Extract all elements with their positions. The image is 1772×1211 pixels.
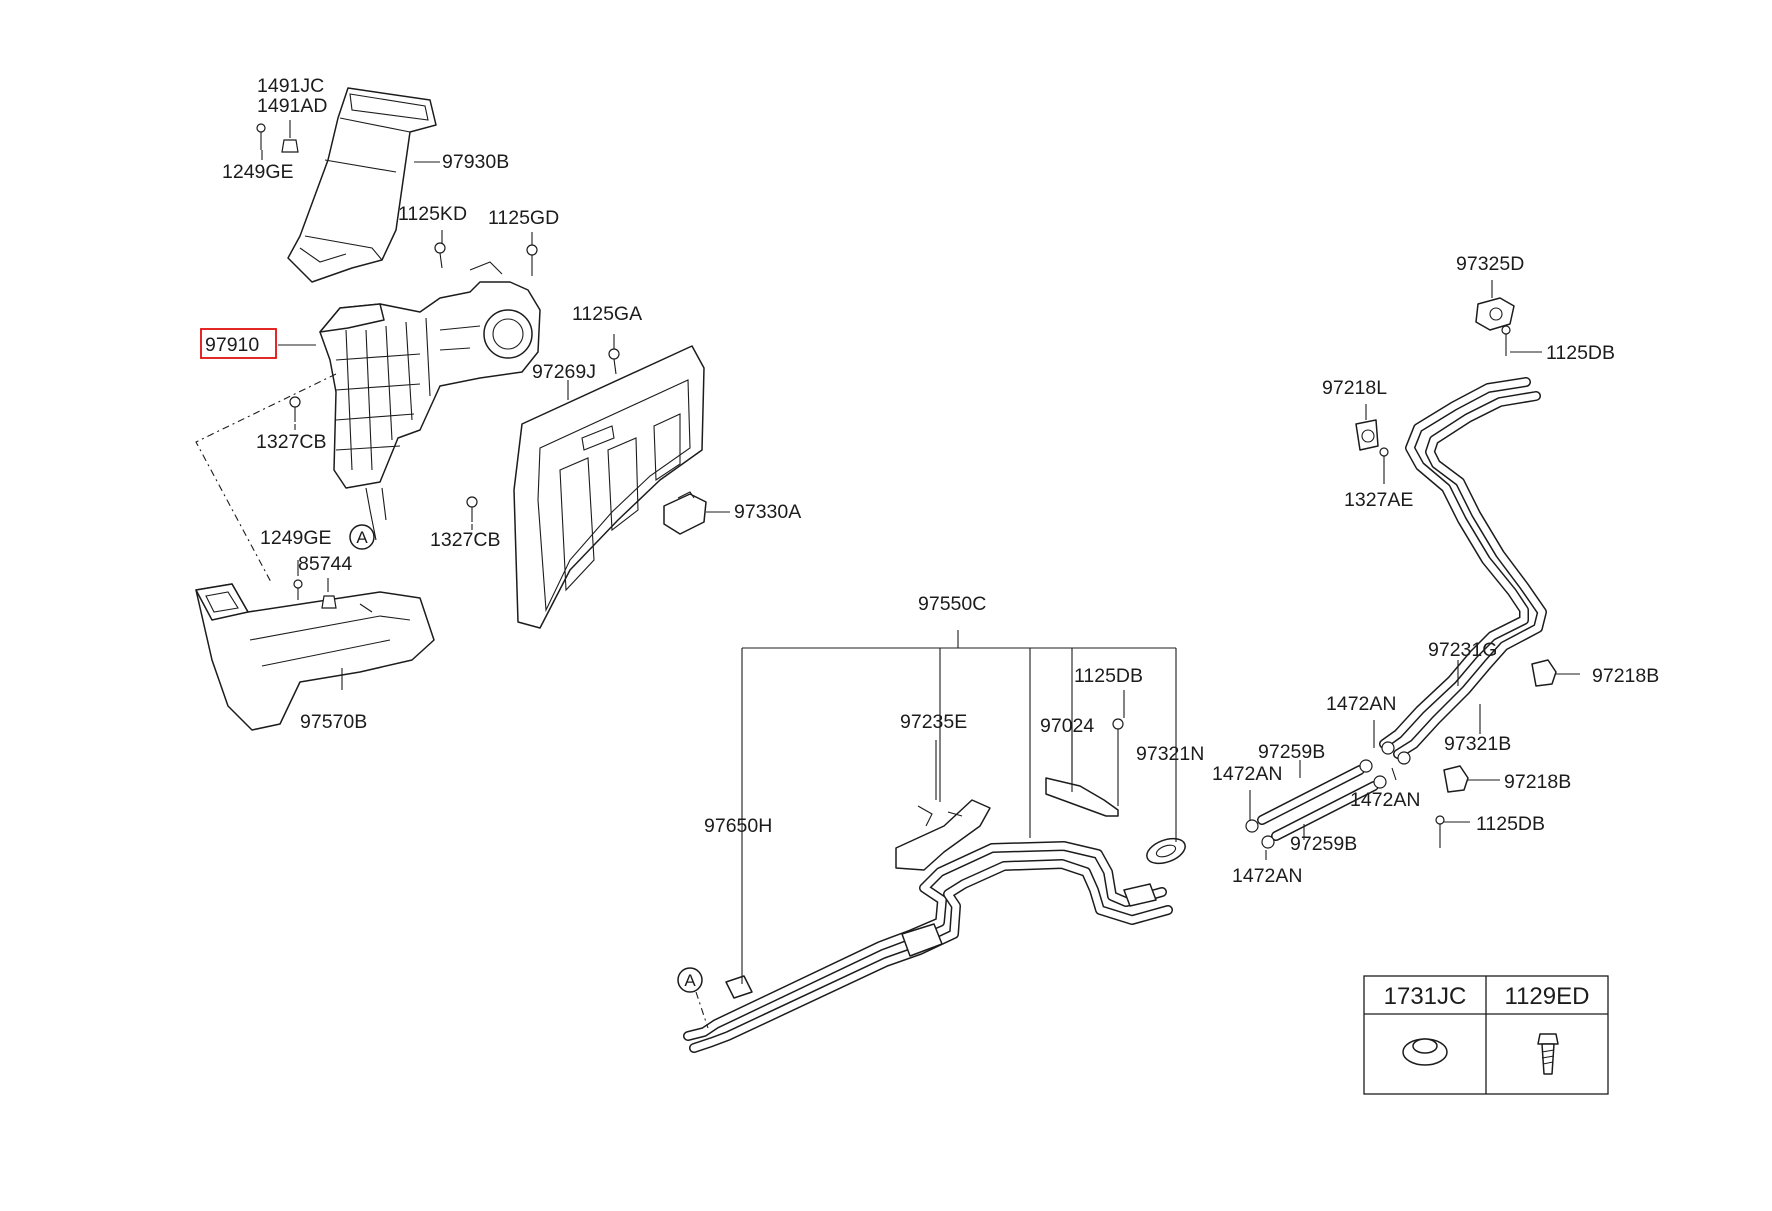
legend-col-1129ed[interactable]: 1129ED [1505,983,1590,1010]
label-85744[interactable]: 85744 [298,553,352,575]
duct-97570b[interactable] [195,583,435,731]
clip-1491ad [281,139,299,153]
highlight-box-97910 [200,328,277,359]
bracket-97235e[interactable] [895,799,991,871]
label-97550c[interactable]: 97550C [918,593,986,615]
label-1249ge-top[interactable]: 1249GE [222,161,294,183]
screw-1249ge-top [256,123,266,150]
label-1125db-top[interactable]: 1125DB [1546,342,1615,364]
cover-97269j[interactable] [513,345,705,629]
label-97259b-bottom[interactable]: 97259B [1290,833,1357,855]
label-1125db-low[interactable]: 1125DB [1476,813,1545,835]
legend-col-1731jc[interactable]: 1731JC [1384,983,1467,1010]
label-1125gd[interactable]: 1125GD [488,207,559,229]
label-97259b-top[interactable]: 97259B [1258,741,1325,763]
label-97218l[interactable]: 97218L [1322,377,1387,399]
label-97910[interactable]: 97910 [205,334,259,356]
label-97321b[interactable]: 97321B [1444,733,1511,755]
label-1125kd[interactable]: 1125KD [398,203,467,225]
label-97325d[interactable]: 97325D [1456,253,1524,275]
svg-text:A: A [684,971,696,990]
screw-1249ge-bottom [293,579,303,600]
label-97218b-lower[interactable]: 97218B [1504,771,1571,793]
clip-85744 [321,595,337,609]
pipe-97231g[interactable] [1379,377,1547,759]
bolt-1327cb-left [289,396,301,422]
bolt-icon [1537,1033,1559,1075]
label-97235e[interactable]: 97235E [900,711,967,733]
label-1491jc[interactable]: 1491JC [257,75,324,97]
bolt-1125gd [526,244,538,276]
ref-marker-a-lower[interactable]: A [677,967,709,1029]
label-97269j[interactable]: 97269J [532,361,596,383]
clamp-97218b-lower[interactable] [1443,765,1469,793]
bolt-1125db-top [1501,325,1511,356]
duct-97930b[interactable] [287,87,437,283]
svg-text:A: A [356,528,368,547]
label-97650h[interactable]: 97650H [704,815,772,837]
hoses-97259b[interactable] [1257,759,1387,841]
clamp-97218l[interactable] [1355,419,1379,451]
ref-marker-a-upper[interactable]: A [349,524,375,550]
label-1472an-right[interactable]: 1472AN [1350,789,1420,811]
legend-table: 1731JC 1129ED [1363,975,1609,1095]
grommet-icon [1402,1038,1448,1066]
label-97330a[interactable]: 97330A [734,501,801,523]
clamp-97218b-upper[interactable] [1531,659,1557,687]
label-97570b[interactable]: 97570B [300,711,367,733]
label-97231g[interactable]: 97231G [1428,639,1497,661]
bolt-1125db-mid [1112,718,1124,806]
label-1327cb-left[interactable]: 1327CB [256,431,326,453]
label-1125ga[interactable]: 1125GA [572,303,642,325]
bolt-1327ae [1379,447,1389,470]
clips-1472an [1245,741,1411,849]
label-1472an-top[interactable]: 1472AN [1326,693,1396,715]
label-1491ad[interactable]: 1491AD [257,95,327,117]
bolt-1327cb-mid [466,496,478,522]
assembly-line-left [195,373,337,585]
label-1472an-left[interactable]: 1472AN [1212,763,1282,785]
label-1249ge-bottom[interactable]: 1249GE [260,527,332,549]
label-97218b-upper[interactable]: 97218B [1592,665,1659,687]
label-97930b[interactable]: 97930B [442,151,509,173]
bolt-1125db-low [1435,815,1445,848]
bracket-97330a[interactable] [663,491,707,535]
label-1327ae[interactable]: 1327AE [1344,489,1413,511]
pipe-assembly-97550c[interactable] [683,841,1173,1053]
grommet-97321n[interactable] [1143,834,1188,868]
blower-unit-97910[interactable] [319,261,541,541]
label-97024[interactable]: 97024 [1040,715,1094,737]
label-1125db-mid[interactable]: 1125DB [1074,665,1143,687]
leader-lines [261,120,1580,860]
clamp-97325d[interactable] [1475,297,1515,331]
bolt-1125ga [608,348,620,375]
bolt-1125kd [434,242,446,269]
label-1327cb-mid[interactable]: 1327CB [430,529,500,551]
bracket-97024[interactable] [1045,777,1119,817]
label-1472an-bottom[interactable]: 1472AN [1232,865,1302,887]
label-97321n[interactable]: 97321N [1136,743,1204,765]
leader-97550c [741,630,1177,984]
